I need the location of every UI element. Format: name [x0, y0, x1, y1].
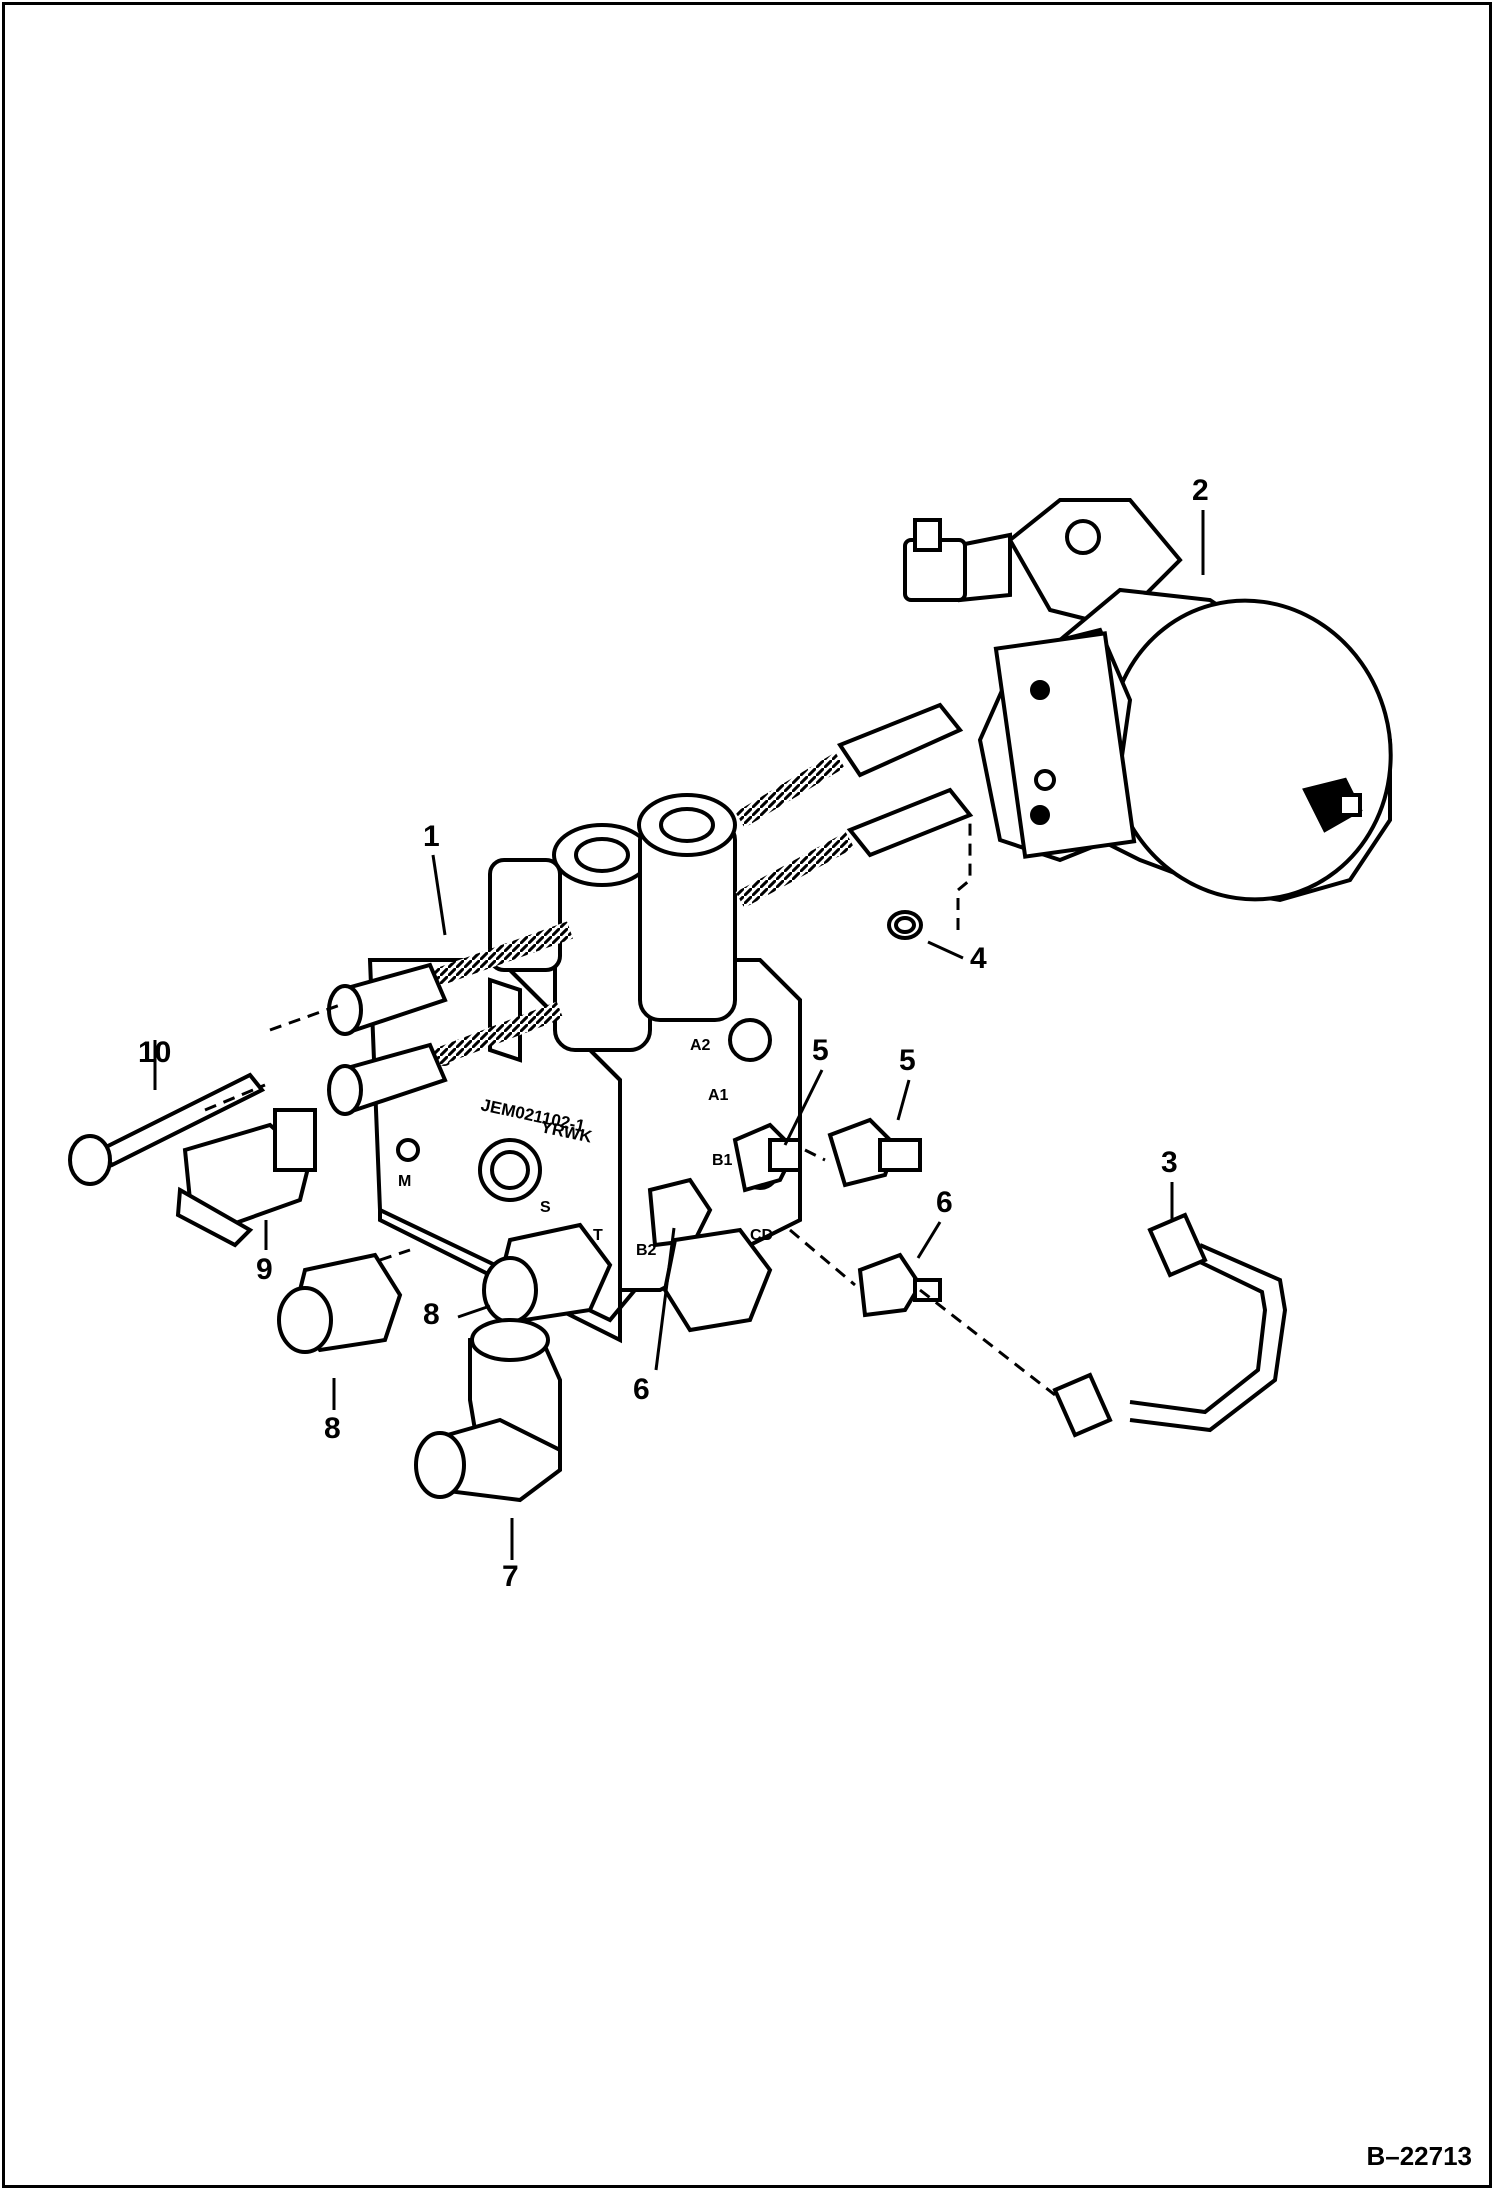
leader-lines — [153, 510, 1205, 1560]
callout-7: 7 — [502, 1560, 519, 1593]
port-label-t: T — [593, 1227, 603, 1244]
motor-assembly — [903, 498, 1393, 903]
solenoid-coils — [488, 793, 737, 1063]
port-label-m: M — [398, 1173, 411, 1190]
figure-number: B–22713 — [1366, 2141, 1472, 2171]
callout-6b: 6 — [936, 1186, 953, 1219]
callout-8b: 8 — [324, 1412, 341, 1445]
callout-5a: 5 — [812, 1034, 829, 1067]
port-label-s: S — [540, 1199, 551, 1216]
port-label-b2: B2 — [636, 1242, 657, 1259]
port-label-cd: CD — [750, 1227, 773, 1244]
callout-8a: 8 — [423, 1298, 440, 1331]
callout-4: 4 — [970, 942, 987, 975]
port-label-b1: B1 — [712, 1152, 733, 1169]
callout-5b: 5 — [899, 1044, 916, 1077]
callout-1: 1 — [423, 820, 440, 853]
wire-leads — [327, 702, 974, 1116]
fittings — [68, 910, 1288, 1503]
callout-2: 2 — [1192, 474, 1209, 507]
port-label-a2: A2 — [690, 1037, 711, 1054]
callout-3: 3 — [1161, 1146, 1178, 1179]
port-label-a1: A1 — [708, 1087, 729, 1104]
callout-9: 9 — [256, 1253, 273, 1286]
callout-6a: 6 — [633, 1373, 650, 1406]
callout-10: 10 — [138, 1036, 172, 1069]
